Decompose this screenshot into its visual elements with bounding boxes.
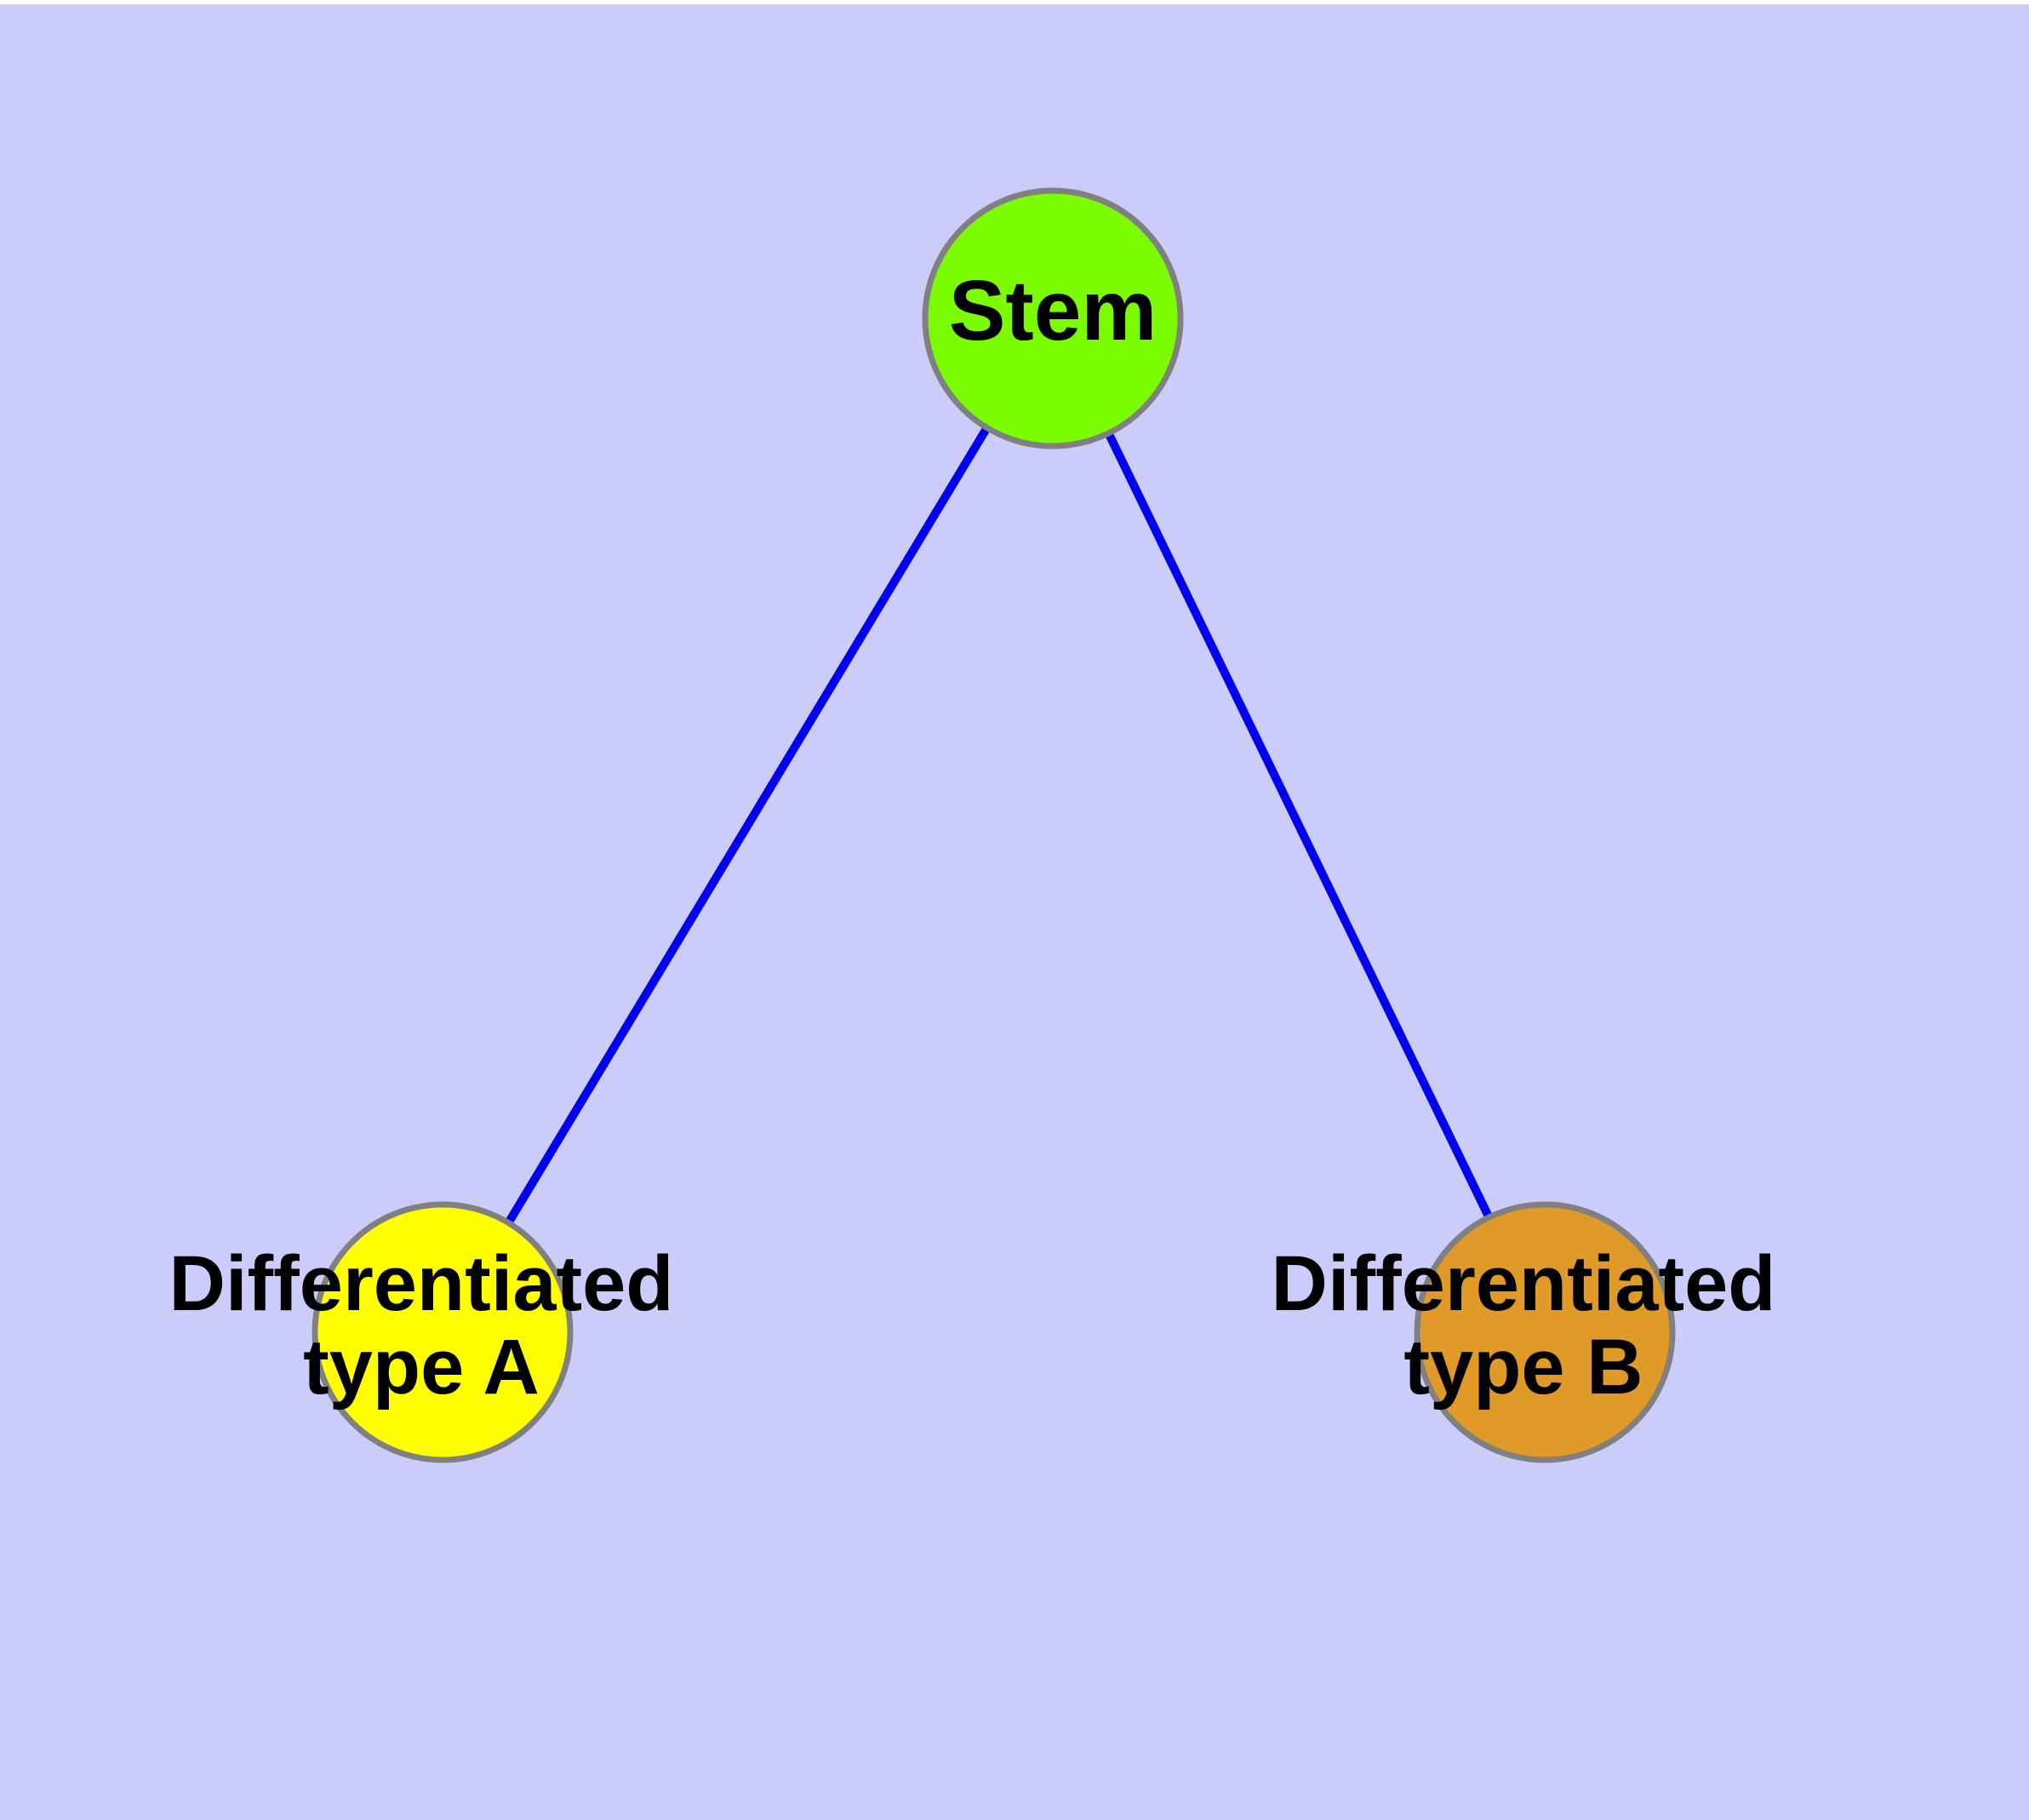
node-label-stem: Stem: [949, 263, 1157, 358]
node-label-line: Stem: [949, 263, 1157, 358]
node-label-line: Differentiated: [1272, 1240, 1776, 1327]
graph-node-diff_b[interactable]: [1414, 1201, 1676, 1463]
node-label-line: type A: [303, 1324, 540, 1411]
graph-edge-stem-to-diff_b[interactable]: [1049, 316, 1549, 1335]
graph-node-diff_a[interactable]: [311, 1201, 574, 1463]
graph-edge-stem-to-diff_a[interactable]: [438, 316, 1057, 1335]
node-label-line: Differentiated: [169, 1240, 674, 1327]
graph-node-stem[interactable]: [922, 187, 1184, 449]
node-label-line: type B: [1403, 1324, 1643, 1411]
edges-layer: [438, 316, 1549, 1335]
nodes-layer: [311, 187, 1676, 1463]
